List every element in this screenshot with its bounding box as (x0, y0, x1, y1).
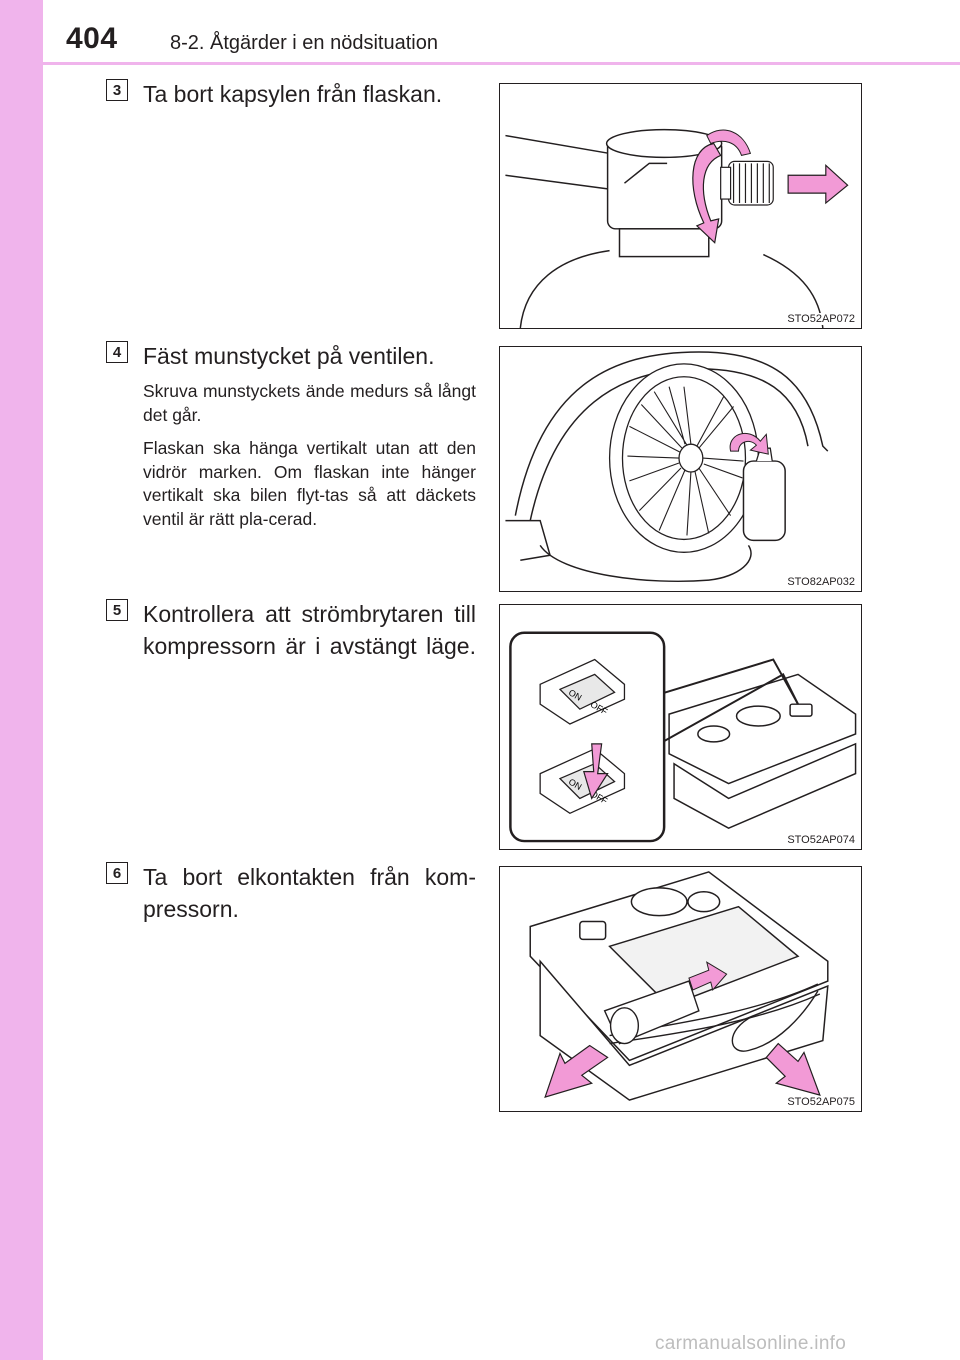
step-3-text: Ta bort kapsylen från flaskan. (143, 81, 443, 107)
side-color-band (0, 0, 43, 1360)
section-title: 8-2. Åtgärder i en nödsituation (170, 32, 438, 54)
header-rule (43, 62, 960, 65)
figure-code: STO52AP075 (785, 1096, 857, 1108)
step-4-note-1: Skruva munstyckets ände medurs så långt … (143, 381, 476, 425)
step-number-6: 6 (106, 862, 128, 884)
compressor-switch-illustration: ON OFF ON OFF (509, 631, 857, 843)
bottle-cap-illustration (505, 128, 849, 328)
step-6-text: Ta bort elkontakten från kom-pressorn. (143, 864, 476, 922)
figure-code: STO52AP072 (785, 313, 857, 325)
step-4-note-2: Flaskan ska hänga vertikalt utan att den… (143, 438, 476, 529)
figure-code: STO52AP074 (785, 834, 857, 846)
figure-remove-plug: STO52AP075 (499, 866, 862, 1112)
step-5-text: Kontrollera att strömbrytaren till kompr… (143, 601, 476, 659)
step-number-4: 4 (106, 341, 128, 363)
step-number-3: 3 (106, 79, 128, 101)
figure-attach-nozzle: STO82AP032 (499, 346, 862, 592)
step-number-5: 5 (106, 599, 128, 621)
step-4-text: Fäst munstycket på ventilen. (143, 343, 435, 369)
page-number: 404 (66, 22, 118, 55)
figure-switch-off: ON OFF ON OFF STO52AP074 (499, 604, 862, 850)
compressor-plug-illustration (529, 871, 829, 1101)
figure-code: STO82AP032 (785, 576, 857, 588)
figure-remove-cap: STO52AP072 (499, 83, 862, 329)
wheel-valve-illustration (505, 351, 829, 583)
watermark: carmanualsonline.info (655, 1333, 847, 1354)
